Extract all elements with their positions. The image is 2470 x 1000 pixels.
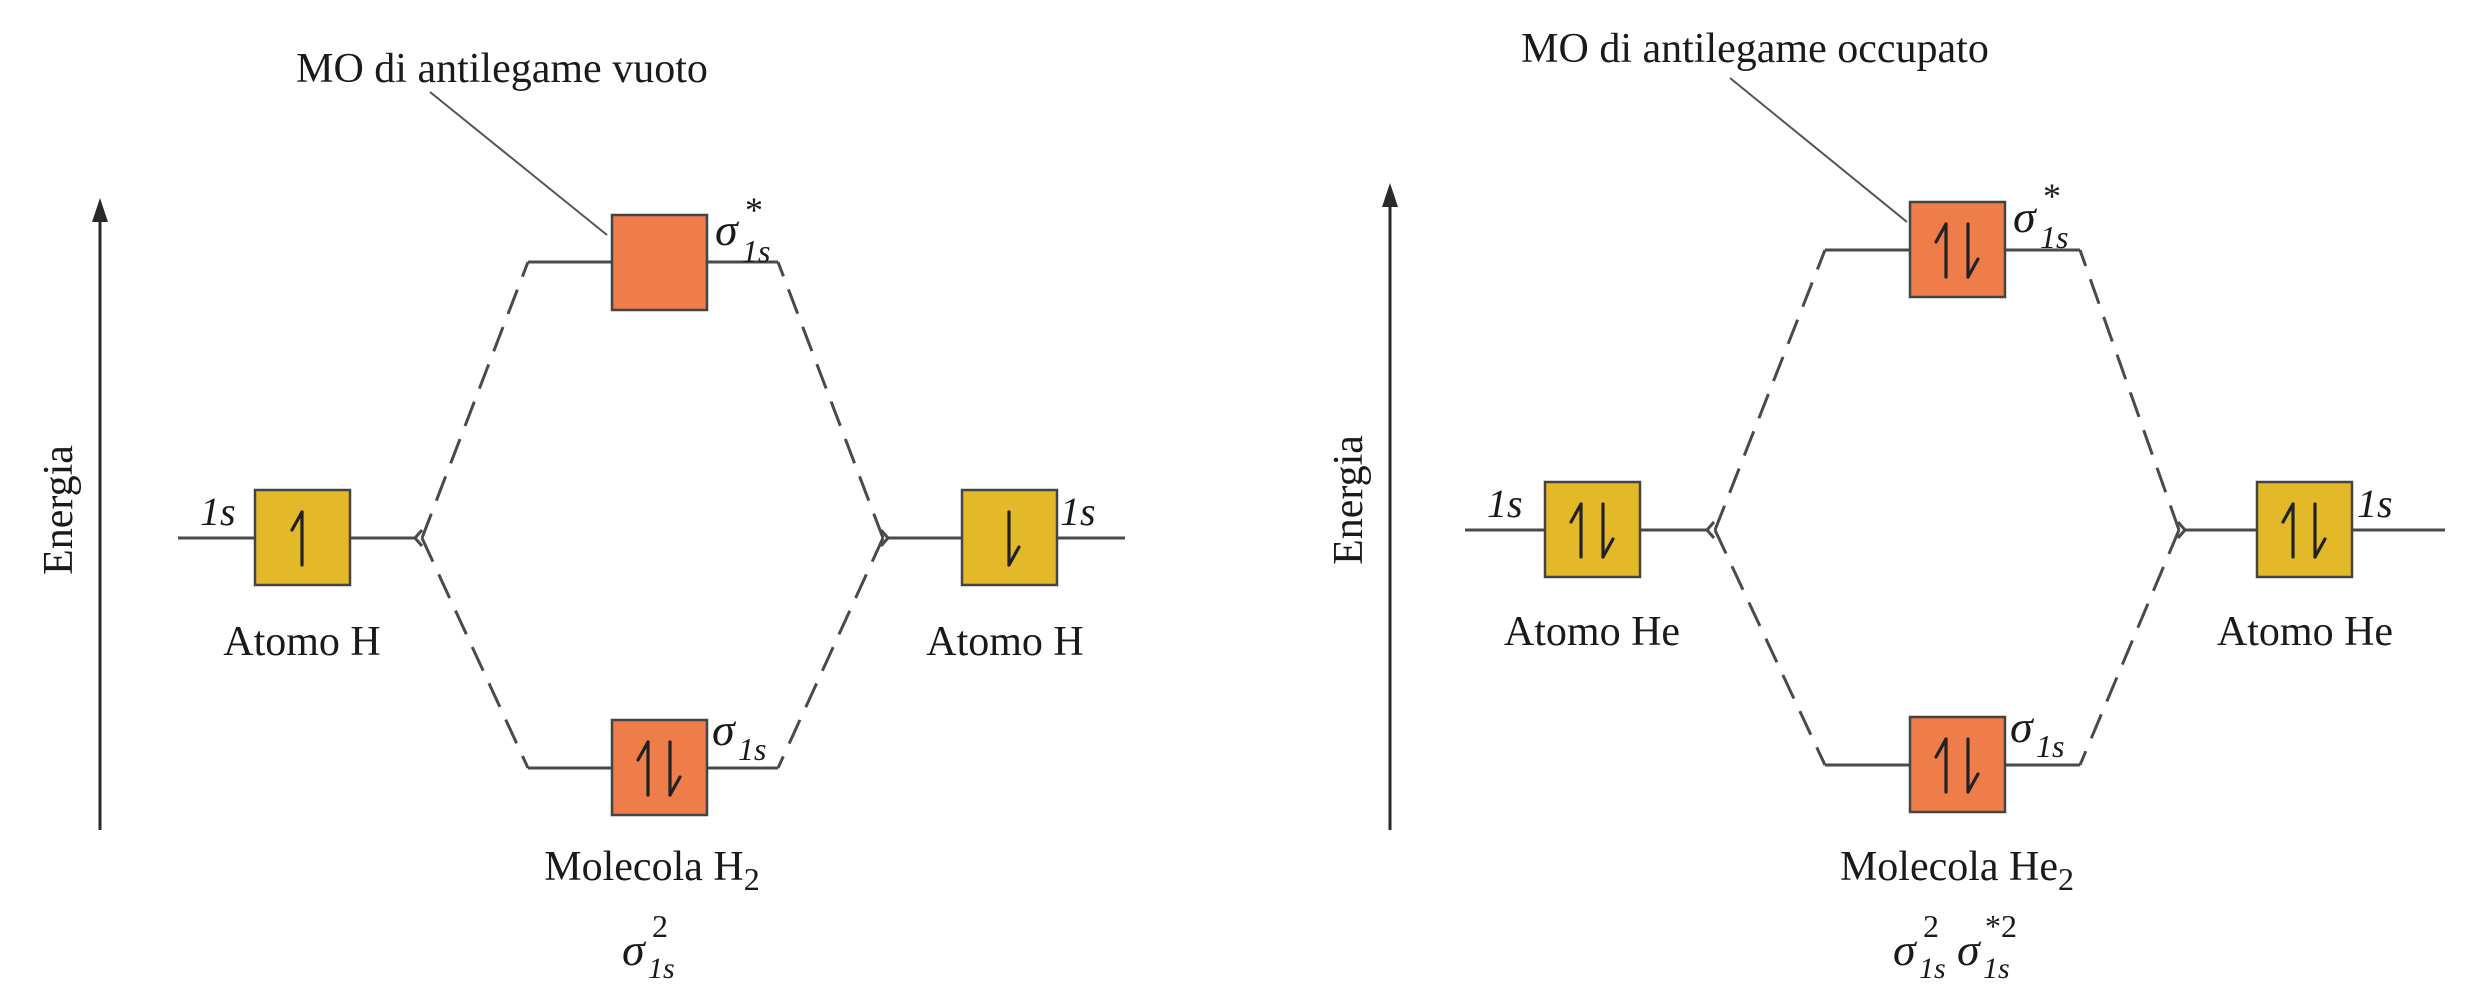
correlation-line xyxy=(420,261,530,539)
bonding-subscript: 1s xyxy=(738,731,766,767)
spin-up-arrow xyxy=(290,510,304,567)
bonding-symbol: σ xyxy=(2010,701,2035,752)
antibonding-mo-box xyxy=(610,213,709,312)
energy-axis-label: Energia xyxy=(1326,435,1372,565)
right-atom-orbital-label: 1s xyxy=(1060,489,1096,534)
he2-diagram-svg: Energia 1s Atomo He 1s Atomo He σ * 1s xyxy=(1326,26,2445,985)
junction-tick xyxy=(879,529,890,539)
antibonding-star: * xyxy=(745,190,763,230)
right-atom-label: Atomo He xyxy=(2217,609,2393,655)
correlation-line xyxy=(776,537,885,769)
h2-diagram-svg: Energia 1s Atomo H 1s Atomo H σ * 1s σ 1… xyxy=(36,46,1125,985)
energy-axis-arrowhead xyxy=(92,198,108,222)
spin-down-arrow xyxy=(1007,510,1021,567)
molecule-subscript: 2 xyxy=(744,861,760,897)
callout-label: MO di antilegame occupato xyxy=(1521,26,1989,72)
correlation-line xyxy=(1713,529,1827,766)
bonding-mo-box xyxy=(1908,715,2007,814)
callout-leader-line xyxy=(1729,77,1908,223)
h2-mo-diagram: Energia 1s Atomo H 1s Atomo H σ * 1s σ 1… xyxy=(36,46,1125,985)
junction-tick xyxy=(2176,521,2187,531)
callout-label: MO di antilegame vuoto xyxy=(296,46,708,92)
config-symbol: σ xyxy=(622,924,647,975)
junction-tick xyxy=(879,537,890,547)
left-atom-orbital-box xyxy=(1543,480,1642,579)
junction-tick xyxy=(1705,521,1716,531)
he2-mo-diagram: Energia 1s Atomo He 1s Atomo He σ * 1s xyxy=(1235,0,2470,1000)
config-superscript: 2 xyxy=(1923,908,1939,944)
molecule-subscript: 2 xyxy=(2058,861,2074,897)
config-subscript: 1s xyxy=(1919,952,1946,985)
sigma-glyph: σ xyxy=(715,204,740,255)
electron-configuration: σ 1s 2 xyxy=(622,908,675,985)
molecule-name: Molecola H xyxy=(544,844,743,890)
correlation-line xyxy=(2078,529,2181,766)
correlation-line xyxy=(420,537,530,769)
electron-pair-arrows xyxy=(636,740,682,797)
right-atom-orbital-box xyxy=(2255,480,2354,579)
left-atom-label: Atomo H xyxy=(223,619,381,665)
right-atom-label: Atomo H xyxy=(926,619,1084,665)
config-subscript: 1s xyxy=(648,952,675,985)
electron-configuration: σ 1s 2 σ 1s *2 xyxy=(1893,908,2017,985)
bonding-subscript: 1s xyxy=(2036,728,2064,764)
antibonding-star: * xyxy=(2043,176,2061,216)
electron-pair-arrows xyxy=(1934,737,1980,794)
antibonding-symbol: σ xyxy=(715,204,740,255)
antibonding-subscript: 1s xyxy=(2040,219,2068,255)
left-atom-orbital-label: 1s xyxy=(1487,481,1523,526)
correlation-line xyxy=(2078,249,2181,531)
junction-tick xyxy=(413,537,424,547)
correlation-line xyxy=(776,261,885,539)
junction-tick xyxy=(1705,529,1716,539)
energy-axis-arrowhead xyxy=(1382,183,1398,207)
config-symbol: σ xyxy=(1893,924,1918,975)
config-symbol: σ xyxy=(1957,924,1982,975)
electron-pair-arrows xyxy=(2281,502,2327,559)
antibonding-subscript: 1s xyxy=(742,233,770,269)
correlation-line xyxy=(1713,249,1827,531)
config-subscript: 1s xyxy=(1983,952,2010,985)
bonding-mo-box xyxy=(610,718,709,817)
left-atom-label: Atomo He xyxy=(1504,609,1680,655)
molecule-name: Molecola He xyxy=(1840,844,2058,890)
energy-axis-label: Energia xyxy=(36,445,82,575)
molecule-label: Molecola He2 xyxy=(1840,844,2074,897)
callout-leader-line xyxy=(429,91,608,236)
antibonding-mo-box xyxy=(1908,200,2007,299)
junction-tick xyxy=(2176,529,2187,539)
config-superscript: 2 xyxy=(652,908,668,944)
right-atom-orbital-label: 1s xyxy=(2357,481,2393,526)
antibonding-symbol: σ xyxy=(2013,191,2038,242)
left-atom-orbital-label: 1s xyxy=(200,489,236,534)
junction-tick xyxy=(413,529,424,539)
molecule-label: Molecola H2 xyxy=(544,844,759,897)
electron-pair-arrows xyxy=(1934,222,1980,279)
electron-pair-arrows xyxy=(1569,502,1615,559)
config-superscript: *2 xyxy=(1985,908,2017,944)
bonding-symbol: σ xyxy=(712,704,737,755)
